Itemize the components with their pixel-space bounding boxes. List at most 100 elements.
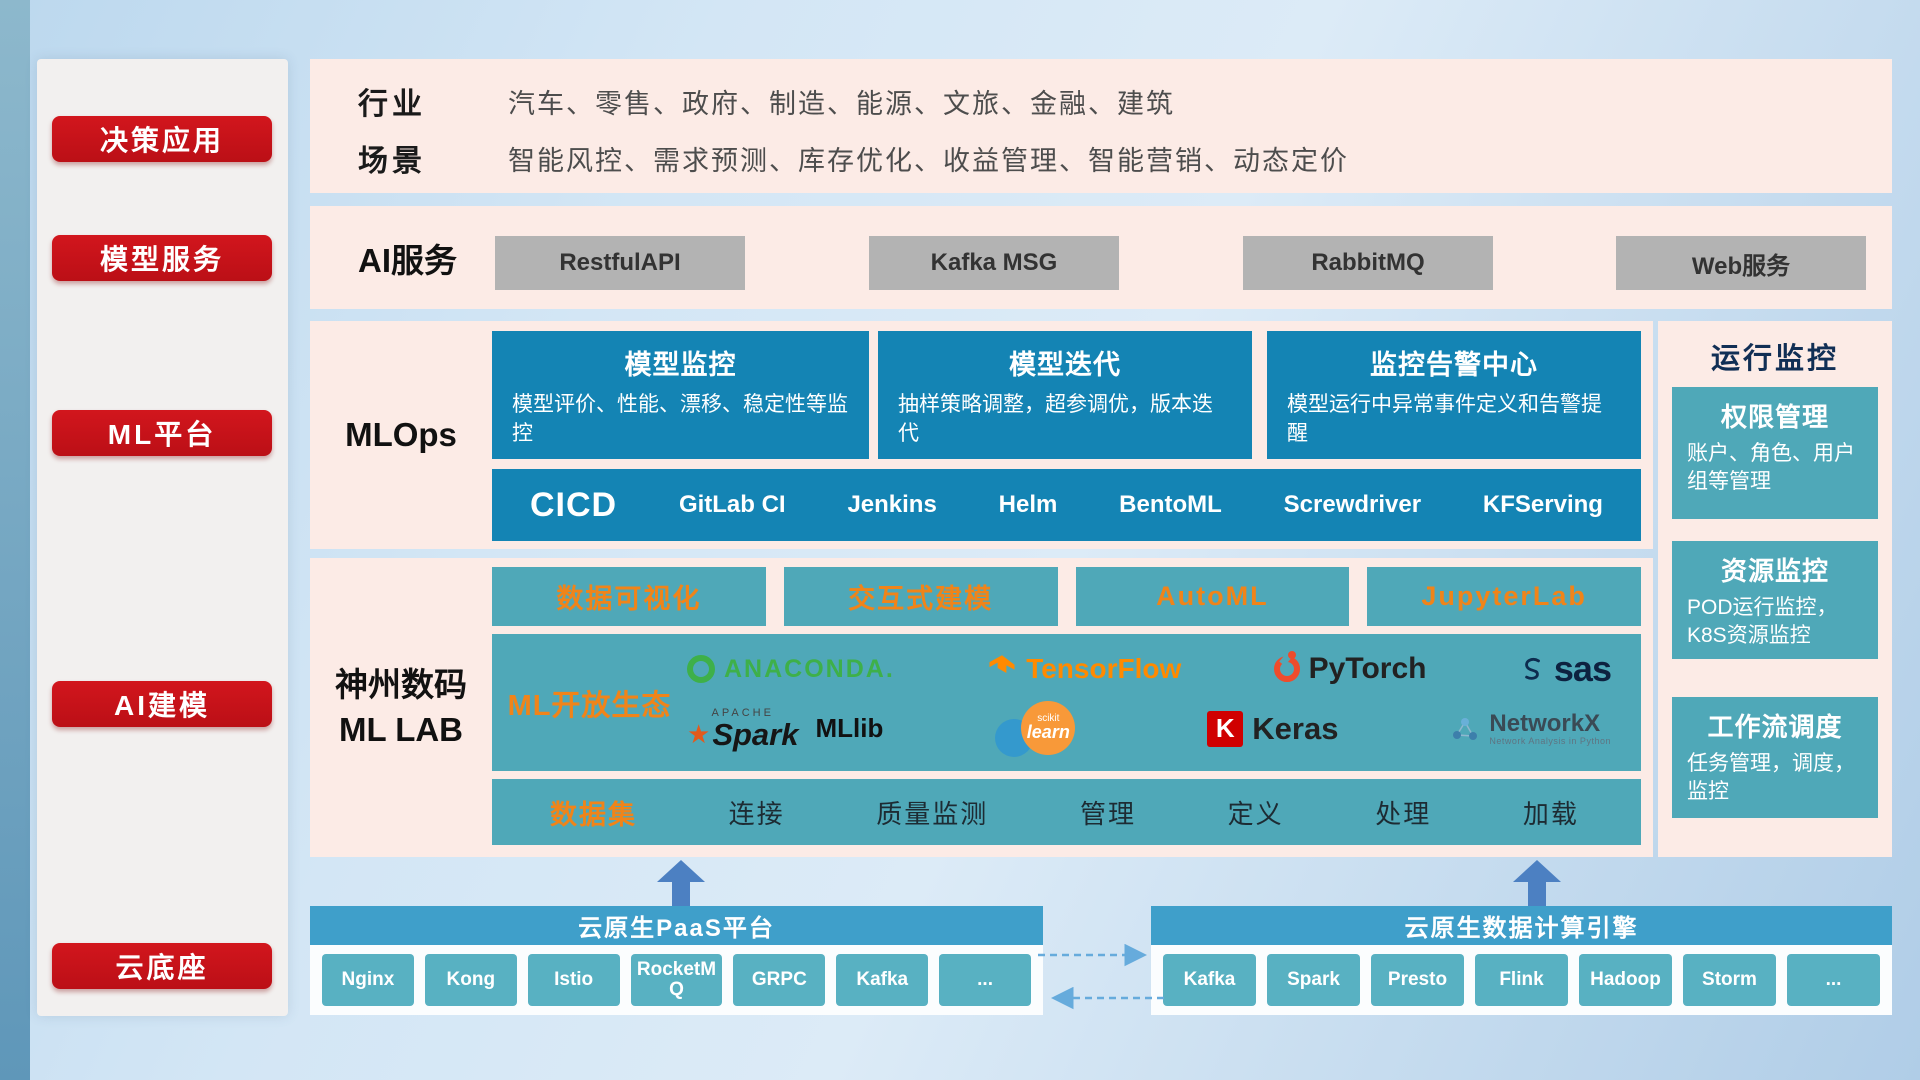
card-desc: 模型评价、性能、漂移、稳定性等监控 [512, 393, 848, 446]
card-title: 权限管理 [1720, 402, 1829, 432]
chip-kafka: Kafka [836, 954, 929, 1006]
cicd-item-kfserving: KFServing [1482, 491, 1603, 518]
cicd-item-helm: Helm [998, 491, 1058, 518]
ai-service-label: AI服务 [358, 241, 457, 279]
card-desc: POD运行监控，K8S资源监控 [1687, 596, 1838, 648]
networkx-icon [1453, 717, 1478, 740]
apache-text: APACHE [711, 706, 774, 719]
spark-stack: APACHE ★ Spark [687, 706, 799, 752]
chip-rocketmq: RocketMQ [630, 954, 723, 1006]
card-title: 工作流调度 [1707, 712, 1843, 742]
rail-item-cloud-base: 云底座 [52, 943, 272, 989]
rail-item-decision-apps: 决策应用 [52, 116, 272, 162]
card-desc: 抽样策略调整，超参调优，版本迭代 [898, 393, 1213, 446]
mllab-band: 神州数码 ML LAB 数据可视化 交互式建模 AutoML JupyterLa… [310, 558, 1653, 857]
card-desc: 任务管理，调度，监控 [1687, 752, 1855, 804]
model-monitoring-card: 模型监控 模型评价、性能、漂移、稳定性等监控 [492, 331, 869, 459]
tool-interactive-modeling: 交互式建模 [783, 567, 1058, 626]
industry-scenario-band: 行业 汽车、零售、政府、制造、能源、文旅、金融、建筑 场景 智能风控、需求预测、… [310, 59, 1892, 193]
chip-nginx: Nginx [322, 954, 414, 1006]
dataset-label: 数据集 [550, 799, 637, 830]
industry-list: 汽车、零售、政府、制造、能源、文旅、金融、建筑 [508, 88, 1175, 119]
keras-icon: K [1207, 710, 1244, 747]
chip-more: ... [939, 954, 1032, 1006]
runtime-monitor-column: 运行监控 权限管理 账户、角色、用户组等管理 资源监控 POD运行监控，K8S资… [1658, 321, 1892, 857]
keras-logo: K Keras [1207, 710, 1339, 747]
paas-strip: Nginx Kong Istio RocketMQ GRPC Kafka ... [310, 945, 1043, 1015]
cicd-item-screwdriver: Screwdriver [1283, 491, 1422, 518]
kafka-msg-chip: Kafka MSG [869, 236, 1119, 290]
workflow-scheduler-card: 工作流调度 任务管理，调度，监控 [1672, 697, 1878, 818]
spark-wordmark: Spark [712, 716, 799, 752]
industry-row: 行业 汽车、零售、政府、制造、能源、文旅、金融、建筑 [358, 80, 1872, 122]
chip-flink: Flink [1475, 954, 1568, 1006]
logo-row-2: APACHE ★ Spark MLlib scikit learn [687, 700, 1611, 757]
chip-kong: Kong [424, 954, 517, 1006]
up-arrow-paas-icon [657, 860, 705, 906]
paas-header: 云原生PaaS平台 [310, 906, 1043, 945]
scikit-text: scikit [1037, 712, 1060, 724]
cicd-item-gitlab-ci: GitLab CI [678, 491, 786, 518]
cicd-item-jenkins: Jenkins [847, 491, 937, 518]
scikit-orange-blob-icon: scikit learn [1021, 700, 1076, 755]
data-engine-header: 云原生数据计算引擎 [1151, 906, 1892, 945]
keras-wordmark: Keras [1252, 710, 1339, 746]
tensorflow-logo: TensorFlow [987, 653, 1181, 685]
dataset-item-connect: 连接 [728, 798, 785, 829]
rail-item-ml-platform: ML平台 [52, 410, 272, 456]
chip-presto: Presto [1371, 954, 1464, 1006]
card-title: 模型迭代 [1009, 350, 1121, 380]
chip-hadoop: Hadoop [1579, 954, 1672, 1006]
chip-storm: Storm [1683, 954, 1776, 1006]
dataset-row: 数据集 连接 质量监测 管理 定义 处理 加载 [492, 779, 1641, 845]
dataset-item-load: 加载 [1522, 798, 1579, 829]
cicd-item-bentoml: BentoML [1119, 491, 1222, 518]
anaconda-logo: ANACONDA. [687, 655, 895, 684]
industry-label: 行业 [358, 88, 426, 121]
cicd-label: CICD [530, 485, 618, 524]
networkx-subtitle: Network Analysis in Python [1489, 735, 1611, 746]
web-service-chip: Web服务 [1616, 236, 1866, 290]
mlops-label: MLOps [345, 416, 457, 453]
rail-item-ai-modeling: AI建模 [52, 681, 272, 727]
spark-mllib-logo: APACHE ★ Spark MLlib [687, 706, 883, 752]
sas-logo: sas [1519, 648, 1612, 690]
tool-jupyterlab: JupyterLab [1367, 567, 1641, 626]
dataset-item-quality: 质量监测 [876, 798, 989, 829]
left-edge-strip [0, 0, 30, 1080]
tensorflow-wordmark: TensorFlow [1026, 653, 1182, 685]
chip-istio: Istio [527, 954, 620, 1006]
pytorch-wordmark: PyTorch [1308, 652, 1427, 686]
eco-label: ML开放生态 [507, 689, 672, 722]
runtime-monitor-title: 运行监控 [1710, 343, 1839, 375]
logo-rows: ANACONDA. TensorFlow PyTorch sas [687, 634, 1641, 771]
restful-api-chip: RestfulAPI [495, 236, 745, 290]
mllab-label: 神州数码 ML LAB [310, 558, 492, 857]
ml-ecosystem-block: ML开放生态 ANACONDA. TensorFlow PyTorch [492, 634, 1641, 771]
card-title: 模型监控 [624, 350, 737, 380]
anaconda-wordmark: ANACONDA. [724, 654, 895, 683]
card-desc: 模型运行中异常事件定义和告警提醒 [1287, 393, 1602, 446]
permission-management-card: 权限管理 账户、角色、用户组等管理 [1672, 387, 1878, 519]
dataset-item-define: 定义 [1227, 798, 1284, 829]
logo-row-1: ANACONDA. TensorFlow PyTorch sas [687, 648, 1612, 690]
data-engine-strip: Kafka Spark Presto Flink Hadoop Storm ..… [1151, 945, 1892, 1015]
cicd-row: CICD GitLab CI Jenkins Helm BentoML Scre… [492, 469, 1641, 541]
model-iteration-card: 模型迭代 抽样策略调整，超参调优，版本迭代 [878, 331, 1252, 459]
sas-wordmark: sas [1553, 648, 1612, 690]
rail-item-model-service: 模型服务 [52, 235, 272, 281]
sas-icon [1525, 658, 1540, 681]
chip-grpc: GRPC [733, 954, 826, 1006]
chip-spark: Spark [1267, 954, 1360, 1006]
tensorflow-icon [989, 655, 1015, 674]
tool-automl: AutoML [1075, 567, 1350, 626]
scenario-list: 智能风控、需求预测、库存优化、收益管理、智能营销、动态定价 [508, 145, 1349, 176]
mlops-band: MLOps 模型监控 模型评价、性能、漂移、稳定性等监控 模型迭代 抽样策略调整… [310, 321, 1653, 549]
card-desc: 账户、角色、用户组等管理 [1687, 442, 1855, 494]
card-title: 资源监控 [1720, 556, 1829, 586]
ai-service-band: AI服务 RestfulAPI Kafka MSG RabbitMQ Web服务 [310, 206, 1892, 309]
chip-more-2: ... [1787, 954, 1880, 1006]
spark-star-icon: ★ [687, 719, 711, 750]
mllab-label-line2: ML LAB [338, 710, 464, 748]
